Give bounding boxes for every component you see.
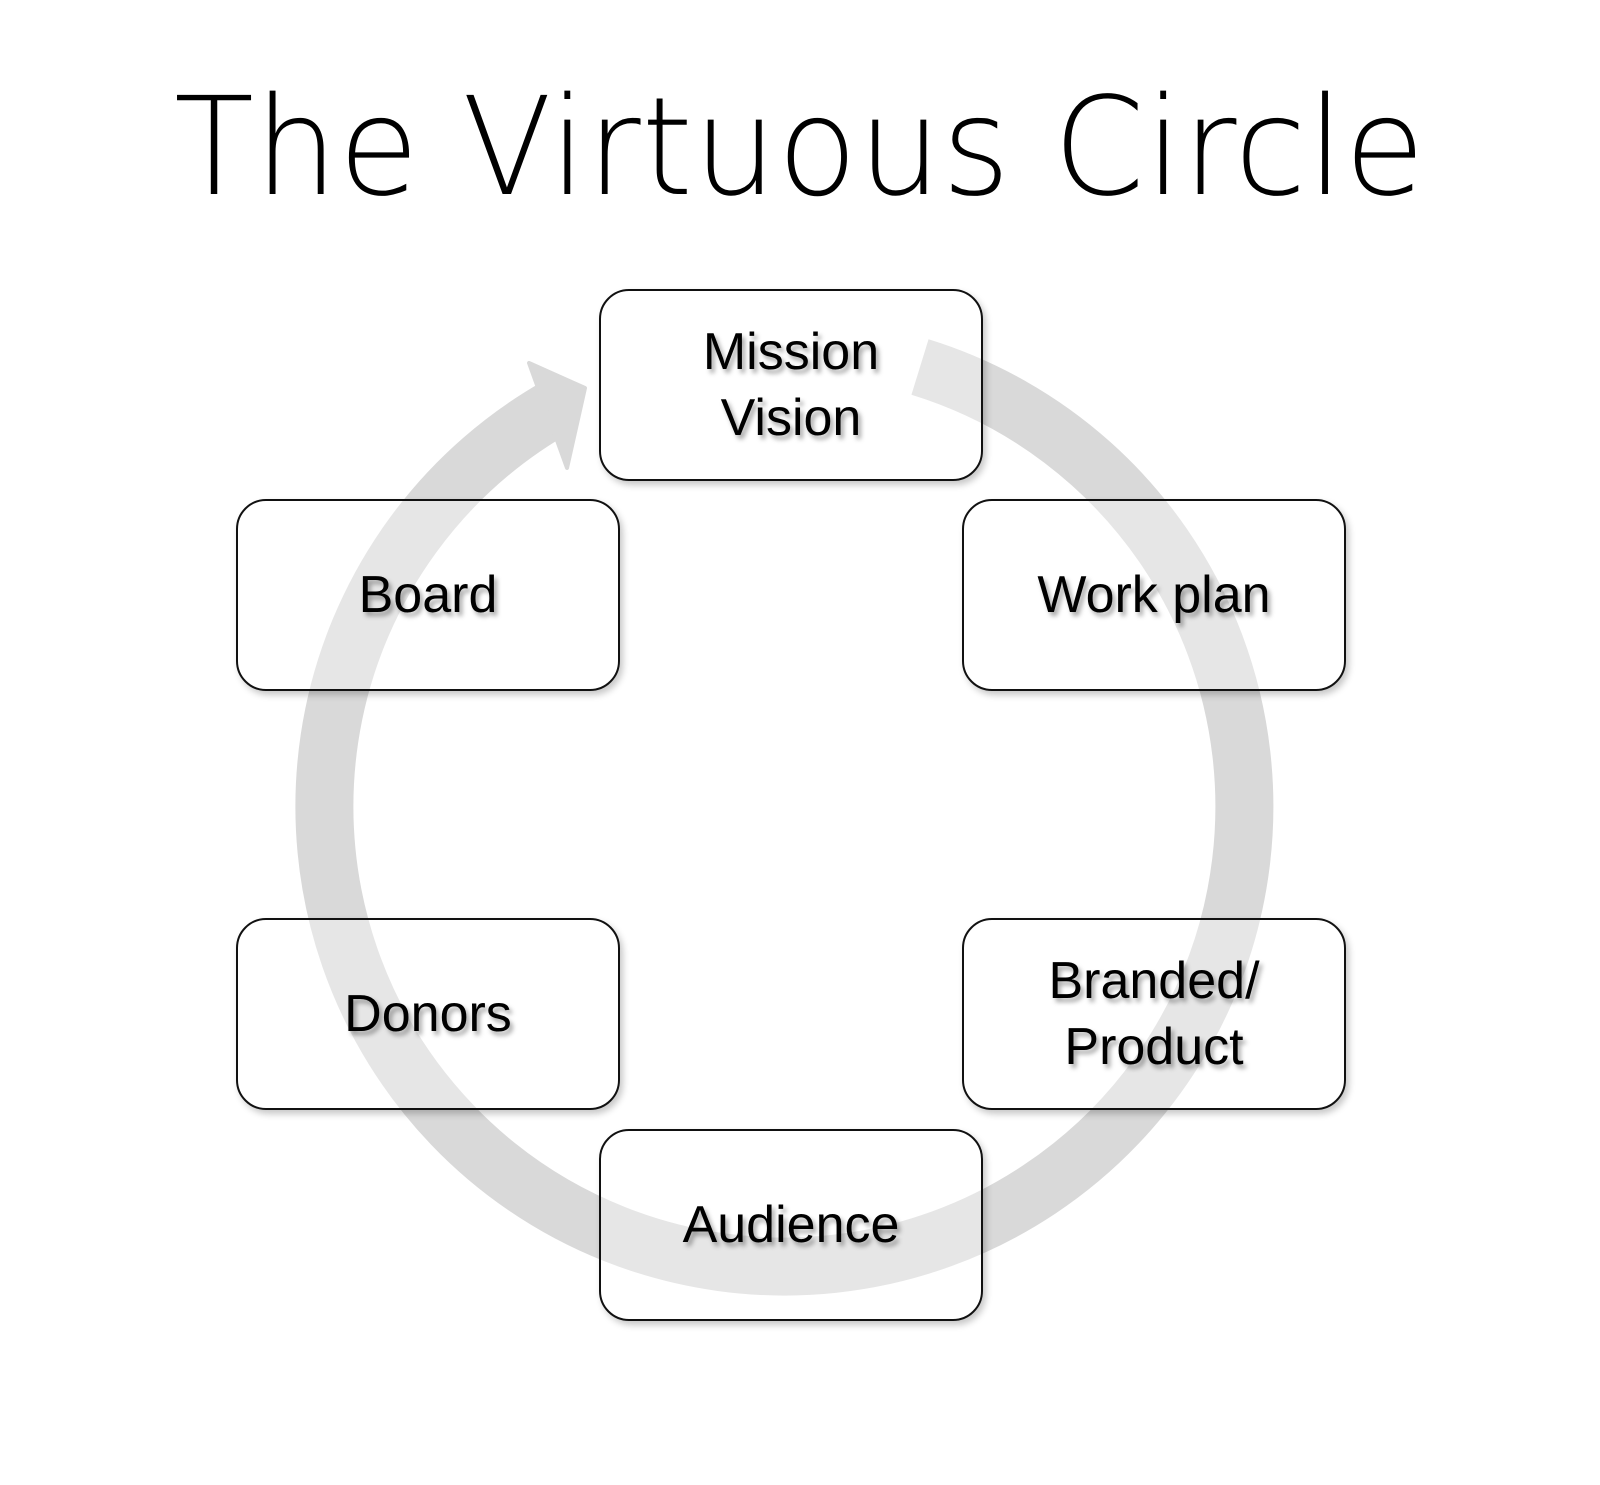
- node-work-plan: Work plan: [962, 499, 1346, 691]
- node-audience: Audience: [599, 1129, 983, 1321]
- slide-title: The Virtuous Circle: [174, 69, 1426, 227]
- node-label: Mission: [702, 323, 880, 381]
- node-label: Vision: [720, 389, 862, 447]
- cycle-arrowhead: [527, 361, 587, 470]
- cycle-arc: [295, 339, 1274, 1296]
- node-label: Board: [358, 566, 498, 624]
- node-board: Board: [236, 499, 620, 691]
- node-label: Product: [1064, 1018, 1244, 1076]
- node-donors: Donors: [236, 918, 620, 1110]
- node-label: Branded/: [1048, 952, 1260, 1010]
- node-branded-product: Branded/ Product: [962, 918, 1346, 1110]
- node-label: Audience: [682, 1196, 900, 1254]
- node-label: Donors: [344, 985, 512, 1043]
- node-mission-vision: Mission Vision: [599, 289, 983, 481]
- node-label: Work plan: [1037, 566, 1271, 624]
